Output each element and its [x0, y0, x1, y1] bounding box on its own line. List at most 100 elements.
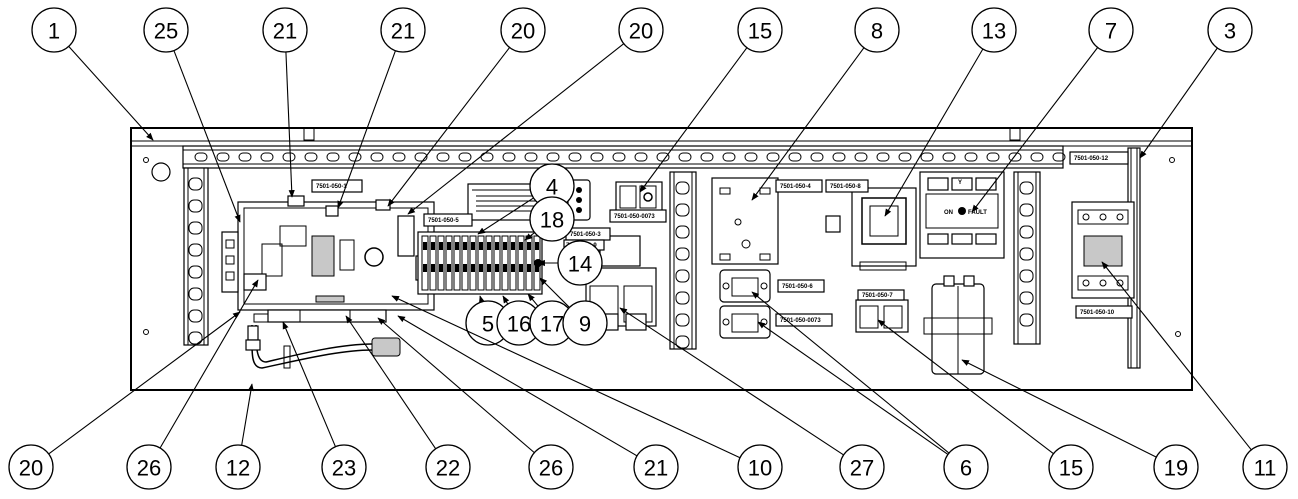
leader-line — [285, 51, 295, 198]
callout-number: 17 — [540, 312, 564, 337]
callout-c-20b: 20 — [407, 7, 664, 215]
leader-line — [524, 232, 535, 241]
leader-line — [159, 279, 259, 449]
callout-number: 14 — [568, 252, 592, 277]
label-7501-050-1: 7501-050-1 — [316, 184, 347, 190]
label-7501-050-5: 7501-050-5 — [428, 218, 459, 224]
callout-c-18: 18 — [524, 196, 575, 242]
callout-c-11: 11 — [1101, 261, 1288, 490]
callout-circle — [425, 444, 471, 490]
control-board — [221, 195, 435, 323]
callout-circle — [1207, 7, 1253, 53]
leader-line — [387, 47, 511, 207]
phase-monitor-on-label: ON — [944, 210, 953, 216]
callout-c-22: 22 — [345, 315, 471, 490]
leader-line — [751, 47, 865, 201]
label-7501-050-7: 7501-050-7 — [862, 293, 893, 299]
callout-circle — [528, 444, 574, 490]
callout-number: 26 — [539, 456, 563, 481]
leader-line — [68, 45, 154, 141]
callout-number: 21 — [273, 19, 297, 44]
callout-circle — [529, 196, 575, 242]
callout-number: 15 — [748, 19, 772, 44]
callout-number: 18 — [540, 208, 564, 233]
callout-number: 3 — [1224, 19, 1236, 44]
callout-circle — [262, 7, 308, 53]
callout-number: 9 — [579, 312, 591, 337]
leader-line — [477, 197, 534, 235]
callout-c-17: 17 — [527, 293, 575, 346]
callout-circle — [31, 7, 77, 53]
transformer — [825, 187, 917, 271]
callout-circle — [1048, 444, 1094, 490]
leader-line — [337, 50, 396, 209]
fuse-block-top — [615, 181, 663, 213]
leader-line — [877, 319, 1054, 455]
left-vertical-rail — [183, 167, 209, 346]
label-7501-050-8: 7501-050-8 — [830, 184, 861, 190]
callout-circle — [1242, 444, 1288, 490]
callout-circle — [971, 7, 1017, 53]
callout-circle — [854, 7, 900, 53]
callout-number: 25 — [154, 19, 178, 44]
callout-number: 12 — [226, 456, 250, 481]
fuse-block-lower — [855, 299, 909, 333]
leader-line — [479, 295, 485, 304]
callout-circle — [737, 7, 783, 53]
callout-c-7: 7 — [971, 7, 1134, 213]
label-7501-050-0073-b: 7501-050-0073 — [614, 214, 655, 220]
callout-number: 20 — [629, 19, 653, 44]
callout-c-20c: 20 — [8, 311, 241, 490]
callout-c-6: 6 — [751, 291, 989, 490]
callout-c-16: 16 — [496, 295, 542, 346]
label-7501-050-6: 7501-050-6 — [782, 284, 813, 290]
part-labels: 7501-050-12 7501-050-1 7501-050-5 7501-0… — [311, 151, 1133, 327]
leader-line — [241, 383, 254, 446]
leader-line — [377, 317, 535, 454]
callout-number: 20 — [511, 19, 535, 44]
callout-number: 4 — [546, 175, 558, 200]
callout-number: 26 — [137, 456, 161, 481]
callout-number: 7 — [1105, 19, 1117, 44]
callout-number: 23 — [332, 456, 356, 481]
callout-c-5: 5 — [465, 295, 511, 346]
capacitor — [923, 275, 993, 375]
callout-circle — [380, 7, 426, 53]
label-7501-050-10: 7501-050-10 — [1080, 310, 1115, 316]
leader-line — [751, 291, 950, 454]
callout-c-10: 10 — [391, 295, 783, 490]
callout-number: 8 — [871, 19, 883, 44]
phase-monitor-y-label: Y — [958, 180, 962, 186]
callout-c-26b: 26 — [377, 317, 574, 490]
leader-line — [345, 315, 437, 450]
callout-number: 22 — [436, 456, 460, 481]
callout-number: 19 — [1164, 456, 1188, 481]
callout-c-12: 12 — [215, 383, 261, 490]
callout-c-15b: 15 — [877, 319, 1094, 490]
callout-circle — [618, 7, 664, 53]
callout-number: 27 — [850, 456, 874, 481]
callout-circle — [500, 7, 546, 53]
main-contactor — [1071, 201, 1135, 299]
callout-c-27: 27 — [619, 307, 885, 490]
callout-circle — [1088, 7, 1134, 53]
callout-c-3: 3 — [1139, 7, 1253, 159]
sensor-cable — [245, 324, 401, 369]
callout-circle — [321, 444, 367, 490]
leader-line — [757, 321, 949, 455]
label-7501-050-12: 7501-050-12 — [1074, 156, 1109, 162]
callout-number: 15 — [1059, 456, 1083, 481]
leader-line — [407, 43, 625, 215]
callout-number: 6 — [960, 456, 972, 481]
callout-number: 13 — [982, 19, 1006, 44]
leader-line — [397, 315, 638, 457]
middle-vertical-rail — [669, 171, 697, 350]
leader-line — [539, 277, 570, 308]
leader-line — [884, 48, 984, 217]
leader-line — [282, 321, 336, 447]
leader-line — [391, 295, 741, 459]
callout-number: 10 — [748, 456, 772, 481]
callout-c-19: 19 — [961, 359, 1199, 490]
callout-number: 11 — [1254, 456, 1277, 481]
